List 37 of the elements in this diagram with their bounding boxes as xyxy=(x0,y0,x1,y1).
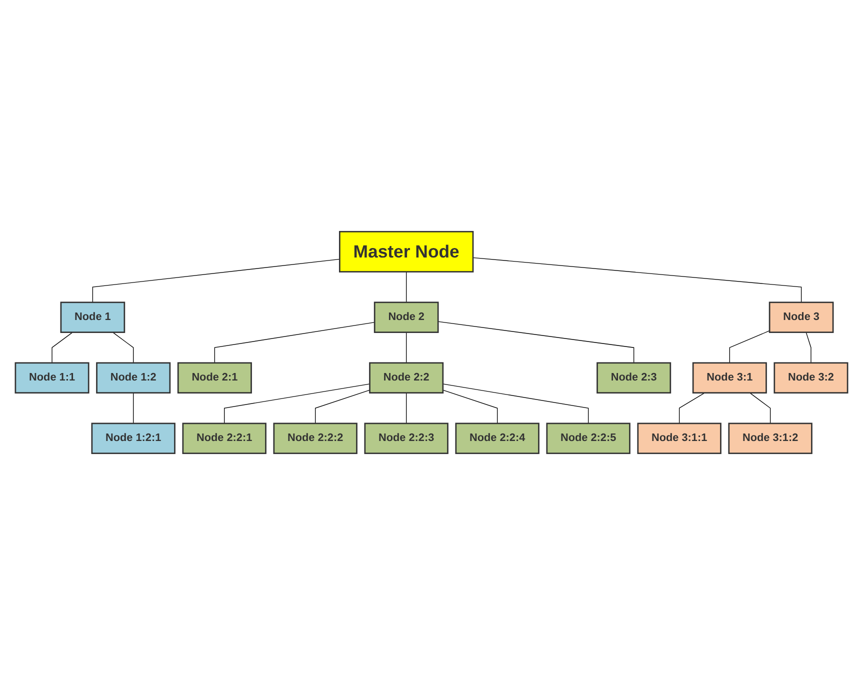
node-box: Node 3:1:1 xyxy=(637,422,722,454)
connector xyxy=(315,390,370,424)
connector xyxy=(406,332,407,364)
node-box: Node 3:1 xyxy=(692,362,767,394)
connector xyxy=(133,392,134,424)
connector xyxy=(112,332,134,364)
connector xyxy=(442,384,589,424)
connector xyxy=(678,392,706,424)
node-box: Node 2:2:1 xyxy=(182,422,266,454)
node-box: Node 3:1:2 xyxy=(728,422,812,454)
node-box: Node 2:2:2 xyxy=(273,422,358,454)
connector xyxy=(749,392,771,424)
node-box: Node 2:2:3 xyxy=(364,422,448,454)
connector xyxy=(438,321,634,364)
node-box: Node 2:2:4 xyxy=(455,422,540,454)
node-box: Node 3 xyxy=(768,302,834,333)
node-box: Node 2:2 xyxy=(369,362,444,394)
connector xyxy=(406,392,407,424)
connector xyxy=(406,271,407,303)
node-box: Node 1:1 xyxy=(14,362,90,394)
connector xyxy=(214,322,375,364)
node-box: Node 3:2 xyxy=(774,362,848,394)
connector xyxy=(472,257,802,303)
node-box: Node 2:2:5 xyxy=(546,422,630,454)
node-box: Node 2:1 xyxy=(177,362,252,394)
node-box: Node 1:2 xyxy=(96,362,171,394)
node-box: Node 1 xyxy=(60,302,126,333)
connector xyxy=(442,390,498,424)
node-box: Master Node xyxy=(339,230,474,272)
connector xyxy=(224,384,370,424)
connector xyxy=(806,332,812,364)
connector xyxy=(52,332,73,364)
connector xyxy=(92,258,340,303)
node-box: Node 2 xyxy=(374,302,439,333)
node-box: Node 1:2:1 xyxy=(91,422,176,454)
connector xyxy=(729,330,770,364)
node-box: Node 2:3 xyxy=(596,362,672,394)
